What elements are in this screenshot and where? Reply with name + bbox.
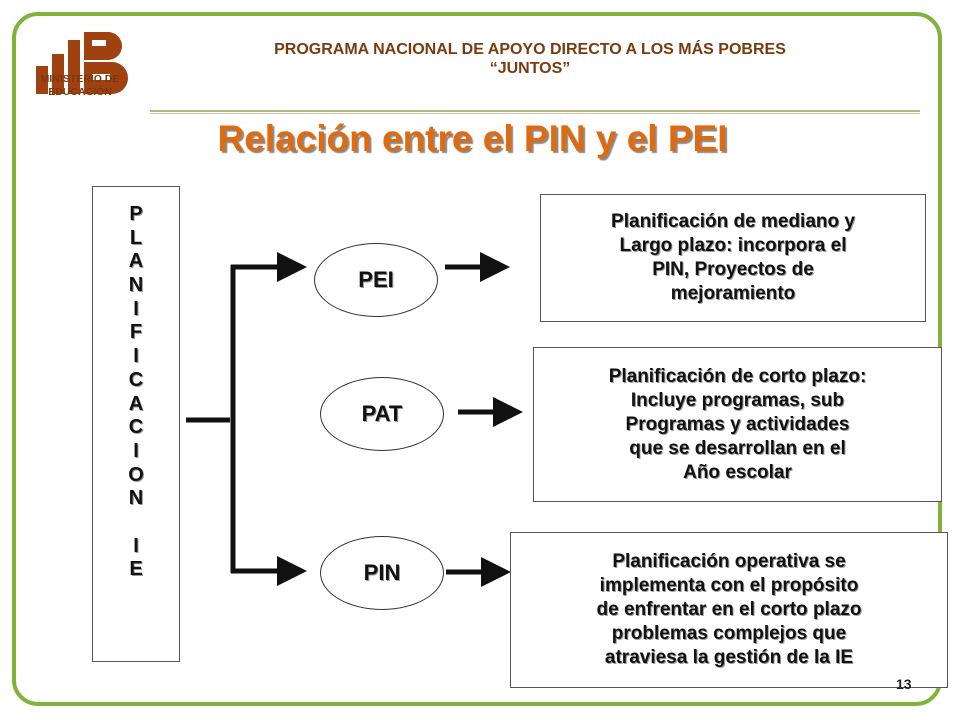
pei-node: PEI: [314, 243, 438, 317]
program-header: PROGRAMA NACIONAL DE APOYO DIRECTO A LOS…: [170, 40, 890, 78]
planificacion-letter: I: [133, 297, 139, 320]
planificacion-letter: F: [129, 321, 143, 344]
pin-label: PIN: [363, 560, 401, 585]
planificacion-letter: I: [133, 345, 139, 368]
planificacion-letter: C: [128, 416, 144, 439]
planificacion-letter: N: [128, 487, 144, 510]
planificacion-letter: C: [128, 368, 144, 391]
planificacion-letter: A: [128, 250, 144, 273]
planificacion-letter: I: [133, 439, 139, 462]
pin-node: PIN: [320, 536, 444, 610]
program-line-1: PROGRAMA NACIONAL DE APOYO DIRECTO A LOS…: [274, 41, 786, 58]
pat-node: PAT: [320, 377, 444, 451]
planificacion-letter: A: [128, 392, 144, 415]
page-number: 13: [896, 676, 912, 692]
planificacion-letter: E: [129, 558, 143, 581]
pei-description: Planificación de mediano y Largo plazo: …: [540, 194, 926, 322]
pei-label: PEI: [358, 267, 394, 292]
pin-description: Planificación operativa se implementa co…: [510, 532, 948, 688]
planificacion-letter: L: [129, 226, 143, 249]
ministry-name: MINISTERIO DE EDUCACIÓN: [40, 73, 120, 98]
planificacion-letter: O: [128, 463, 144, 486]
planificacion-letter: P: [129, 203, 143, 225]
slide-title: Relación entre el PIN y el PEI: [217, 118, 728, 159]
planificacion-letter: I: [133, 534, 139, 557]
header-divider: [150, 110, 920, 112]
ministry-logo: [36, 32, 128, 94]
header-divider-thin: [150, 113, 920, 114]
program-line-2: “JUNTOS”: [489, 60, 571, 77]
pat-label: PAT: [361, 401, 403, 426]
pat-description: Planificación de corto plazo: Incluye pr…: [533, 347, 942, 502]
planificacion-letter: N: [128, 274, 144, 297]
